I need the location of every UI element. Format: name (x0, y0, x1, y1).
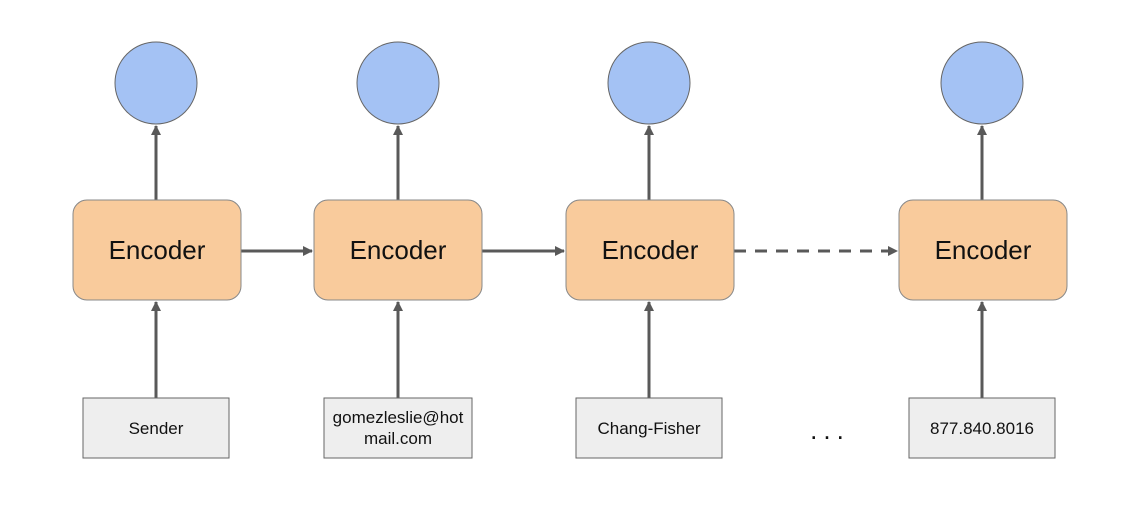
input-box (323, 397, 473, 459)
input-box (908, 397, 1056, 459)
input-box (575, 397, 723, 459)
input-box (82, 397, 230, 459)
ellipsis: ... (810, 414, 850, 445)
encoder-box (72, 199, 242, 301)
output-node (607, 41, 691, 125)
input-label-phone: 877.840.8016 (930, 418, 1034, 438)
encoder-box (898, 199, 1068, 301)
encoder-box (313, 199, 483, 301)
output-node (114, 41, 198, 125)
input-label-sender: Sender (128, 418, 184, 438)
output-node (940, 41, 1024, 125)
output-node (356, 41, 440, 125)
input-label-company: Chang-Fisher (597, 418, 701, 438)
input-label-email: gomezleslie@hotmail.com (332, 408, 464, 448)
encoder-box (565, 199, 735, 301)
